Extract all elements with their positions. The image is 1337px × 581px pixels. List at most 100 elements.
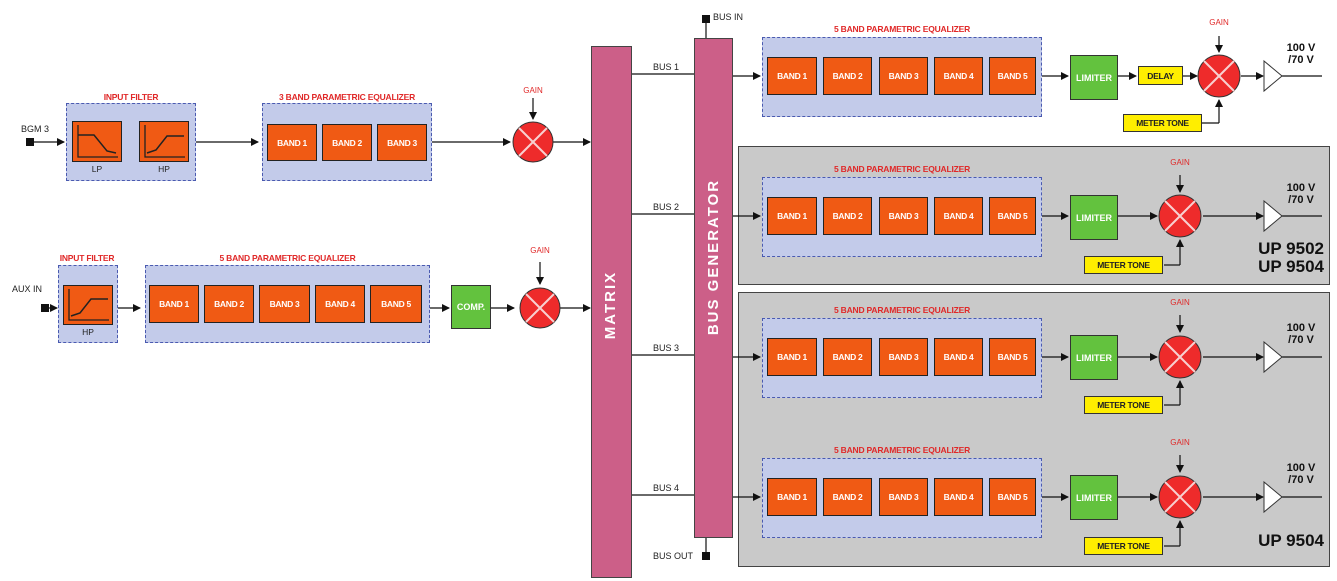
gain-bus4-icon — [1158, 475, 1202, 519]
bus-3-meter-tone: METER TONE — [1084, 396, 1163, 414]
bus-4-band-5: BAND 5 — [989, 478, 1036, 516]
bus-1-gain-label: GAIN — [1209, 18, 1229, 27]
bus-3-band-2: BAND 2 — [823, 338, 872, 376]
bus-2-band-1: BAND 1 — [767, 197, 817, 235]
gain-bus2-icon — [1158, 194, 1202, 238]
bus-4-eq-title: 5 BAND PARAMETRIC EQUALIZER — [833, 445, 971, 455]
bus-3-band-3: BAND 3 — [879, 338, 928, 376]
aux-eq-band-4: BAND 4 — [315, 285, 365, 323]
bus-generator-bar — [694, 38, 733, 538]
bus-1-band-5: BAND 5 — [989, 57, 1036, 95]
bus-1-band-2: BAND 2 — [823, 57, 872, 95]
amplifier-bus2-icon — [1263, 199, 1283, 233]
bus-4-voltage-70: /70 V — [1288, 474, 1314, 486]
bus-3-label: BUS 3 — [653, 343, 680, 353]
highpass-label-aux: HP — [82, 327, 94, 337]
gain-bus3-icon — [1158, 335, 1202, 379]
bus-1-band-3: BAND 3 — [879, 57, 928, 95]
bus-4-band-3: BAND 3 — [879, 478, 928, 516]
bus-1-meter-tone: METER TONE — [1123, 114, 1202, 132]
aux-input-label: AUX IN — [12, 284, 43, 294]
bus-2-band-4: BAND 4 — [934, 197, 983, 235]
amplifier-bus4-icon — [1263, 480, 1283, 514]
bus-1-band-4: BAND 4 — [934, 57, 983, 95]
bus-1-output-voltage: 100 V /70 V — [1279, 42, 1323, 66]
bus-3-output-voltage: 100 V /70 V — [1279, 322, 1323, 346]
matrix-bar — [591, 46, 632, 578]
aux-eq-band-1: BAND 1 — [149, 285, 199, 323]
bus-in-terminal — [702, 15, 710, 23]
bus-1-label: BUS 1 — [653, 62, 680, 72]
lowpass-curve-icon — [77, 125, 118, 158]
bus-2-voltage-100: 100 V — [1286, 182, 1316, 194]
bus-1-eq-title: 5 BAND PARAMETRIC EQUALIZER — [833, 24, 971, 34]
aux-eq-band-5: BAND 5 — [370, 285, 422, 323]
bus-3-gain-label: GAIN — [1170, 298, 1190, 307]
bus-3-voltage-100: 100 V — [1286, 322, 1316, 334]
bus-2-limiter: LIMITER — [1070, 195, 1118, 240]
highpass-filter-block-aux — [63, 285, 113, 325]
bgm-input-terminal — [26, 138, 34, 146]
matrix-label: MATRIX — [602, 270, 619, 340]
bus-4-band-1: BAND 1 — [767, 478, 817, 516]
bus-3-limiter: LIMITER — [1070, 335, 1118, 380]
aux-input-terminal — [41, 304, 49, 312]
bus-3-voltage-70: /70 V — [1288, 334, 1314, 346]
highpass-filter-block-bgm — [139, 121, 189, 162]
bus-2-output-voltage: 100 V /70 V — [1279, 182, 1323, 206]
bus-3-band-5: BAND 5 — [989, 338, 1036, 376]
lowpass-label: LP — [91, 164, 103, 174]
bus-4-band-2: BAND 2 — [823, 478, 872, 516]
bgm-input-filter-title: INPUT FILTER — [103, 92, 159, 102]
model-up9502: UP 9502 — [1258, 239, 1324, 258]
bgm-eq-band-1: BAND 1 — [267, 124, 317, 161]
amplifier-bus1-icon — [1263, 59, 1283, 93]
gain-bgm-icon — [512, 121, 554, 163]
bus-2-band-3: BAND 3 — [879, 197, 928, 235]
bus-2-label: BUS 2 — [653, 202, 680, 212]
bus-2-gain-label: GAIN — [1170, 158, 1190, 167]
model-label-up9504: UP 9504 — [1258, 531, 1324, 550]
bus-2-band-5: BAND 5 — [989, 197, 1036, 235]
bgm-eq-title: 3 BAND PARAMETRIC EQUALIZER — [278, 92, 416, 102]
bus-4-gain-label: GAIN — [1170, 438, 1190, 447]
bus-1-voltage-70: /70 V — [1288, 54, 1314, 66]
bus-4-output-voltage: 100 V /70 V — [1279, 462, 1323, 486]
aux-compressor-block: COMP. — [451, 285, 491, 329]
highpass-label-bgm: HP — [158, 164, 170, 174]
bus-2-voltage-70: /70 V — [1288, 194, 1314, 206]
bus-4-meter-tone: METER TONE — [1084, 537, 1163, 555]
aux-eq-band-2: BAND 2 — [204, 285, 254, 323]
bus-4-label: BUS 4 — [653, 483, 680, 493]
aux-eq-title: 5 BAND PARAMETRIC EQUALIZER — [219, 253, 356, 263]
bus-2-meter-tone: METER TONE — [1084, 256, 1163, 274]
bgm-gain-label: GAIN — [523, 86, 543, 95]
model-up9504-a: UP 9504 — [1258, 257, 1324, 276]
bus-2-eq-title: 5 BAND PARAMETRIC EQUALIZER — [833, 164, 971, 174]
bgm-input-label: BGM 3 — [21, 124, 50, 134]
bus-out-terminal — [702, 552, 710, 560]
highpass-curve-aux-icon — [68, 289, 109, 321]
lowpass-filter-block — [72, 121, 122, 162]
bus-3-band-1: BAND 1 — [767, 338, 817, 376]
aux-eq-band-3: BAND 3 — [259, 285, 310, 323]
aux-gain-label: GAIN — [530, 246, 550, 255]
bus-2-band-2: BAND 2 — [823, 197, 872, 235]
bus-4-limiter: LIMITER — [1070, 475, 1118, 520]
bus-4-band-4: BAND 4 — [934, 478, 983, 516]
bus-1-band-1: BAND 1 — [767, 57, 817, 95]
gain-bus1-icon — [1197, 54, 1241, 98]
model-label-up9502-up9504: UP 9502 UP 9504 — [1210, 240, 1324, 276]
bgm-eq-band-2: BAND 2 — [322, 124, 372, 161]
bus-generator-label: BUS GENERATOR — [705, 178, 722, 336]
bus-1-voltage-100: 100 V — [1286, 42, 1316, 54]
gain-aux-icon — [519, 287, 561, 329]
bgm-eq-band-3: BAND 3 — [377, 124, 427, 161]
bus-4-voltage-100: 100 V — [1286, 462, 1316, 474]
amplifier-bus3-icon — [1263, 340, 1283, 374]
bus-1-delay: DELAY — [1138, 66, 1183, 85]
bus-in-label: BUS IN — [713, 12, 744, 22]
bus-3-eq-title: 5 BAND PARAMETRIC EQUALIZER — [833, 305, 971, 315]
bus-3-band-4: BAND 4 — [934, 338, 983, 376]
